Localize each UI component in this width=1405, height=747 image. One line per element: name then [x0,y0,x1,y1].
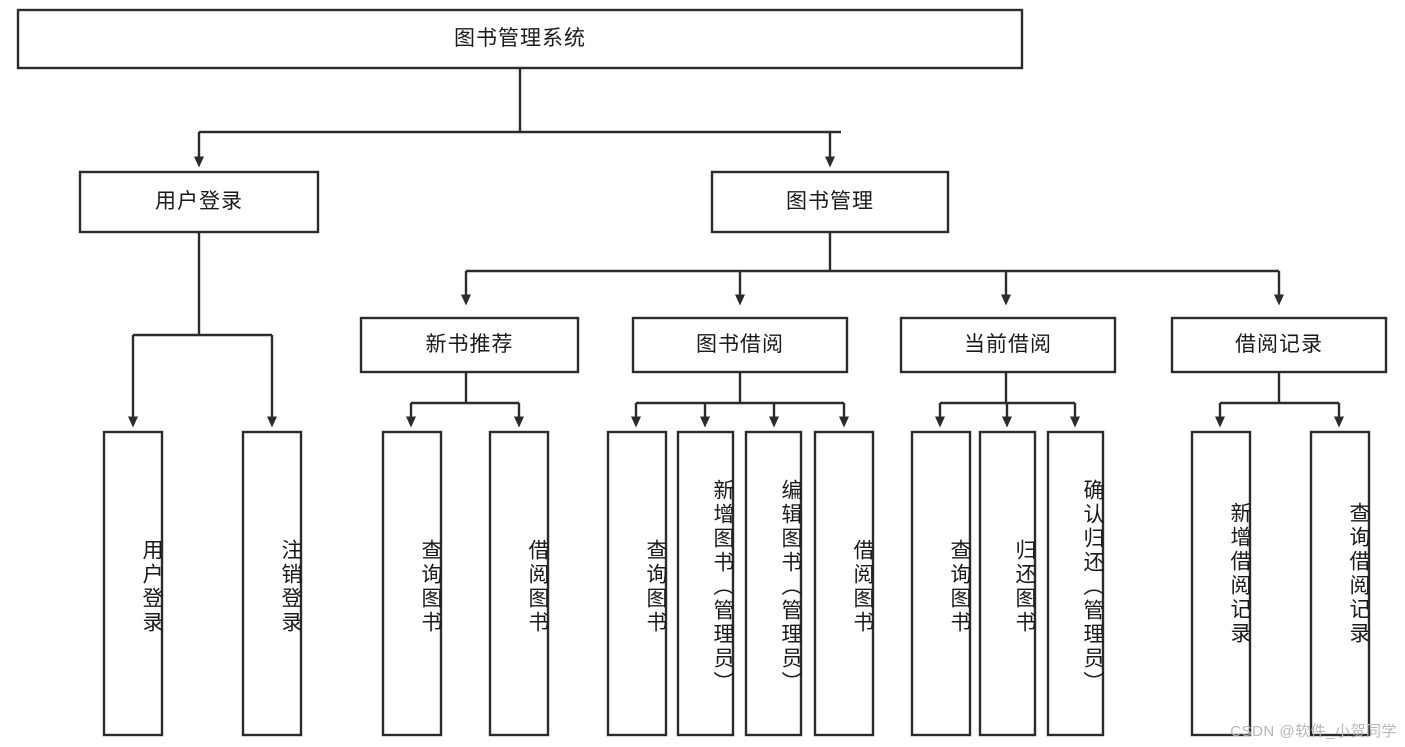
node-box-leaf-query-record[interactable] [1309,430,1371,737]
node-box-leaf-add-record[interactable] [1190,430,1252,737]
node-box-title[interactable] [16,8,1024,70]
node-box-book-borrow[interactable] [631,316,849,374]
label-leaf-add-book: 新增图书（管理员） [711,479,734,695]
node-box-leaf-borrow-book-1[interactable] [488,430,550,737]
label-current-borrow: 当前借阅 [964,332,1052,356]
connector-group-current-borrow [935,372,1080,428]
label-book-borrow: 图书借阅 [696,332,784,356]
label-leaf-confirm-return: 确认归还（管理员） [1081,479,1104,695]
label-leaf-query-book-2: 查询图书 [644,538,667,635]
node-box-new-book-recommend[interactable] [359,316,580,374]
label-leaf-query-book-1: 查询图书 [419,538,442,635]
label-leaf-add-record: 新增借阅记录 [1228,502,1251,646]
connector-group-user-login [128,232,277,428]
label-leaf-borrow-book-2: 借阅图书 [851,538,874,635]
label-leaf-logout: 注销登录 [279,538,302,635]
label-borrow-record: 借阅记录 [1235,332,1323,356]
node-box-borrow-record[interactable] [1170,316,1388,374]
connector-group-borrow-record [1215,372,1344,428]
node-box-leaf-query-book-1[interactable] [381,430,443,737]
node-box-leaf-edit-book[interactable] [744,430,803,737]
connector-group-book-borrow [631,372,849,428]
node-box-leaf-logout[interactable] [241,430,303,737]
node-box-current-borrow[interactable] [899,316,1117,374]
label-leaf-borrow-book-1: 借阅图书 [526,538,549,635]
label-user-login: 用户登录 [155,189,243,213]
label-new-book-recommend: 新书推荐 [425,332,514,356]
label-title: 图书管理系统 [454,26,586,50]
label-leaf-query-book-3: 查询图书 [948,538,971,635]
label-book-management: 图书管理 [786,189,874,213]
connector-group-root [194,68,841,168]
label-leaf-edit-book: 编辑图书（管理员） [779,479,802,695]
node-box-leaf-query-book-2[interactable] [606,430,668,737]
node-box-book-management[interactable] [710,170,950,234]
connector-group-new-book-recommend [406,372,524,428]
node-box-leaf-query-book-3[interactable] [910,430,972,737]
label-leaf-user-login: 用户登录 [140,538,163,635]
node-box-leaf-add-book[interactable] [676,430,735,737]
node-box-leaf-user-login[interactable] [102,430,164,737]
connector-group-book-management [461,232,1284,306]
label-leaf-return-book: 归还图书 [1013,538,1036,635]
node-box-leaf-borrow-book-2[interactable] [813,430,875,737]
node-box-user-login[interactable] [78,170,320,234]
node-box-leaf-confirm-return[interactable] [1046,430,1105,737]
label-leaf-query-record: 查询借阅记录 [1347,502,1370,646]
node-box-leaf-return-book[interactable] [978,430,1037,737]
